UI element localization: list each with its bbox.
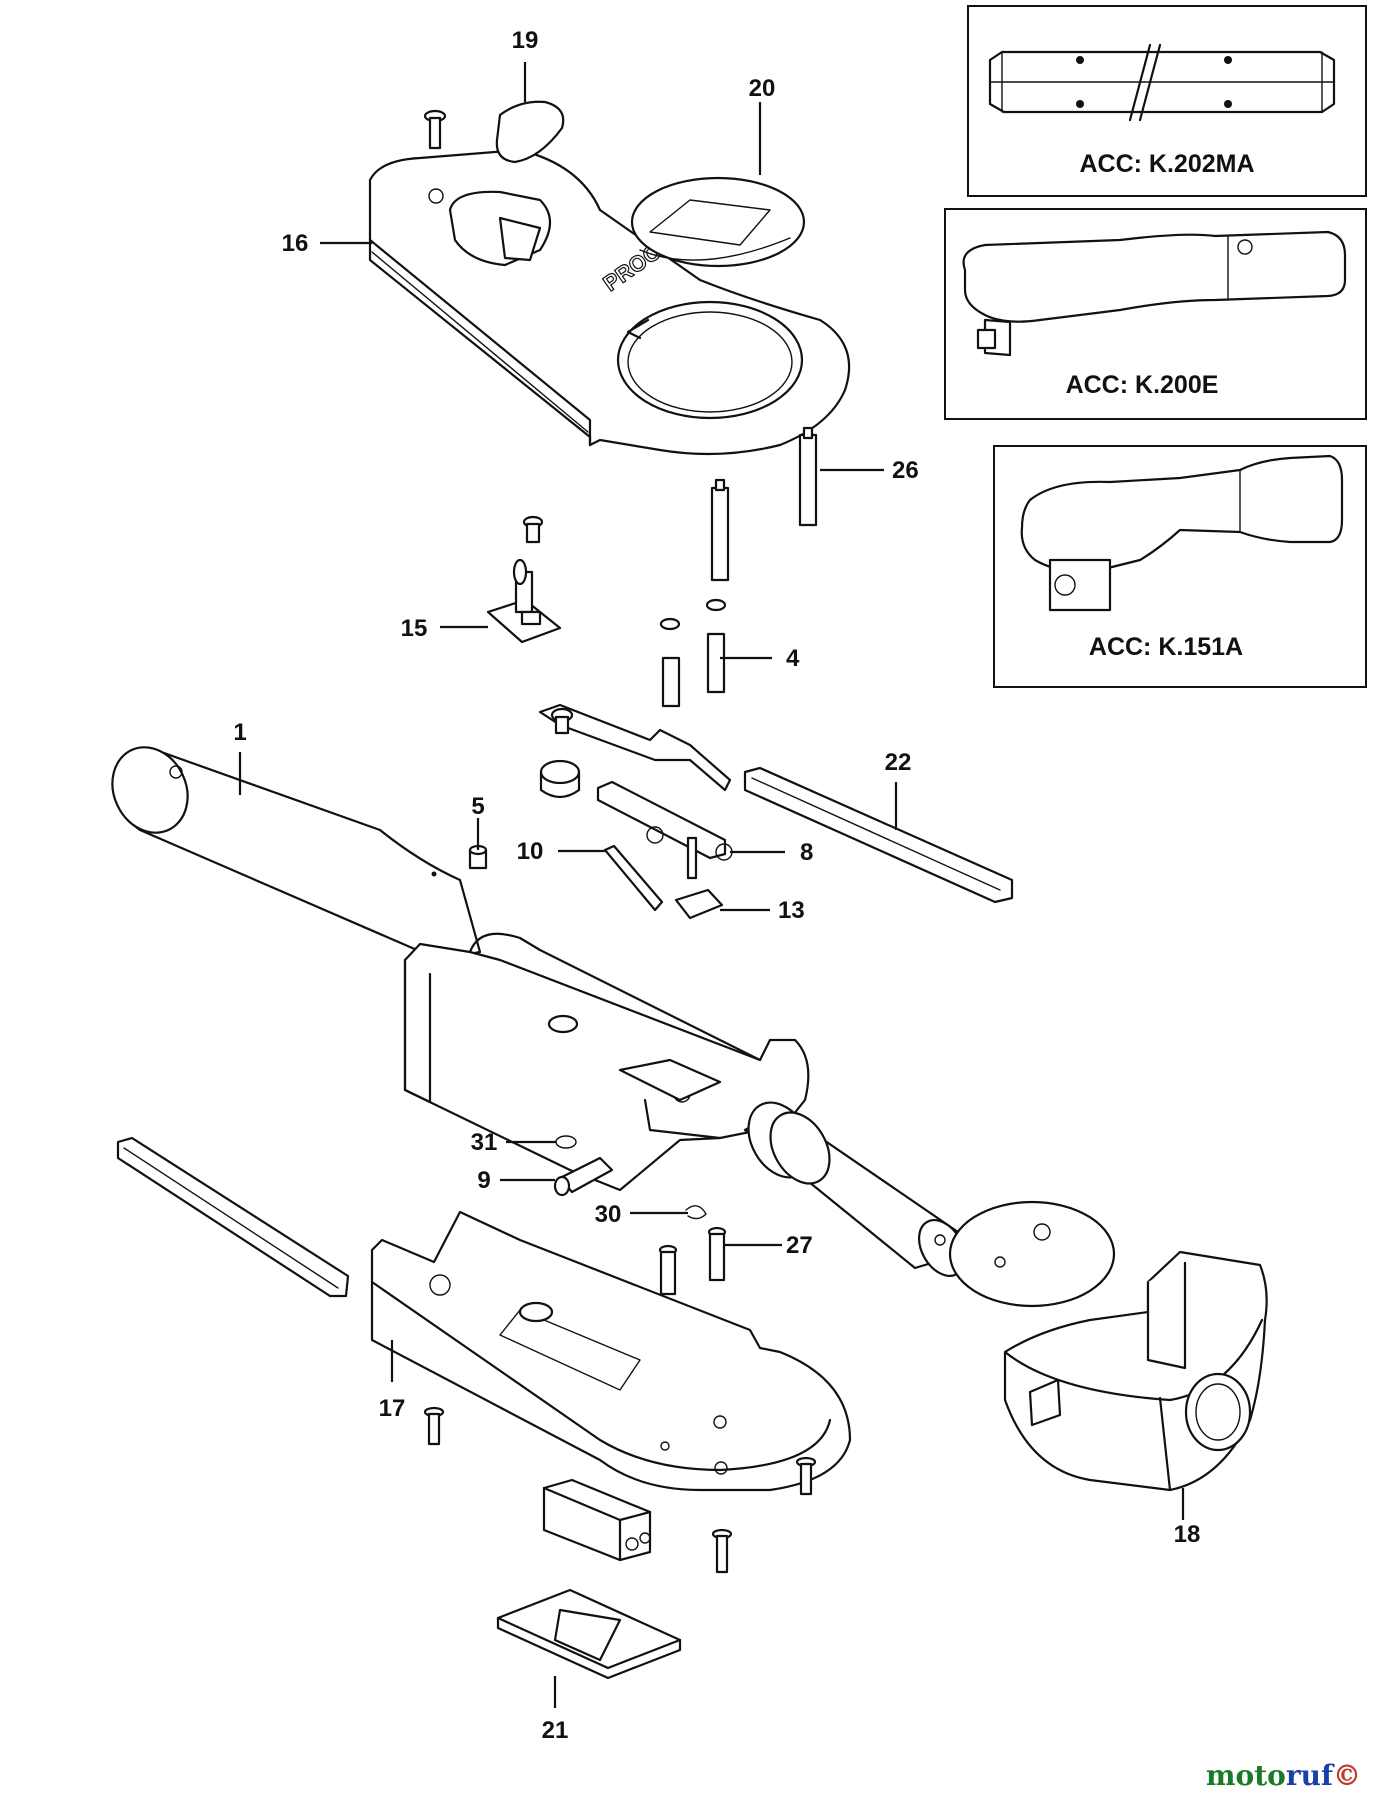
puck <box>539 759 581 799</box>
mechanism-lever <box>538 703 732 792</box>
watermark-symbol: © <box>1333 1759 1361 1792</box>
shell-screw-3 <box>711 1528 733 1574</box>
callout-10: 10 <box>517 838 544 865</box>
accessory-label-k202ma: ACC: K.202MA <box>1079 150 1254 178</box>
part-15-board <box>486 515 562 644</box>
callout-8: 8 <box>800 839 813 866</box>
callout-27: 27 <box>786 1232 813 1259</box>
accessory-k202ma: ACC: K.202MA <box>967 5 1367 197</box>
callout-4: 4 <box>786 645 800 672</box>
part-13-sleeve <box>674 888 724 920</box>
callout-16: 16 <box>282 230 309 257</box>
accessory-k151a: ACC: K.151A <box>993 445 1367 688</box>
shell-screw-2 <box>795 1456 817 1496</box>
accessory-k200e: ACC: K.200E <box>944 208 1367 420</box>
washer-plate <box>948 1200 1116 1308</box>
part-9-pin <box>553 1156 614 1197</box>
callout-18: 18 <box>1174 1521 1201 1548</box>
callout-15: 15 <box>401 615 428 642</box>
part-18-head <box>1003 1250 1268 1492</box>
part-22-rail <box>743 766 1014 904</box>
callout-26: 26 <box>892 457 919 484</box>
watermark: motoruf© <box>1206 1759 1361 1792</box>
accessory-label-k200e: ACC: K.200E <box>1066 371 1219 399</box>
callout-13: 13 <box>778 897 805 924</box>
callout-17: 17 <box>379 1395 406 1422</box>
callout-19: 19 <box>512 27 539 54</box>
cover-screw <box>423 109 447 150</box>
left-rail <box>116 1136 350 1298</box>
part-27-standoff <box>658 1226 727 1296</box>
accessory-label-k151a: ACC: K.151A <box>1089 633 1243 661</box>
callout-21: 21 <box>542 1717 569 1744</box>
watermark-suffix: ruf <box>1285 1759 1333 1792</box>
shell-screw-1 <box>423 1406 445 1446</box>
callout-22: 22 <box>885 749 912 776</box>
callout-labels: 19 20 16 26 15 4 1 22 5 10 8 13 31 9 30 … <box>233 27 1200 1744</box>
part-4-standoffs <box>659 598 727 708</box>
callout-5: 5 <box>471 793 484 820</box>
callout-1: 1 <box>233 719 246 746</box>
callout-9: 9 <box>477 1167 490 1194</box>
callout-30: 30 <box>595 1201 622 1228</box>
leader-lines <box>238 62 1185 1708</box>
part-19-button <box>495 100 565 164</box>
callout-31: 31 <box>471 1129 498 1156</box>
standoff-mid <box>710 478 730 582</box>
top-cover: PROOM <box>368 148 851 456</box>
part-20-window <box>630 176 806 268</box>
part-26-standoff <box>798 426 818 527</box>
part-10-pin <box>603 844 664 912</box>
part-21-battery-cover <box>496 1588 682 1680</box>
part-30-clip <box>685 1205 707 1220</box>
part-17-lower-shell <box>370 1210 852 1492</box>
watermark-prefix: moto <box>1205 1759 1286 1792</box>
battery <box>542 1478 652 1562</box>
callout-20: 20 <box>749 75 776 102</box>
